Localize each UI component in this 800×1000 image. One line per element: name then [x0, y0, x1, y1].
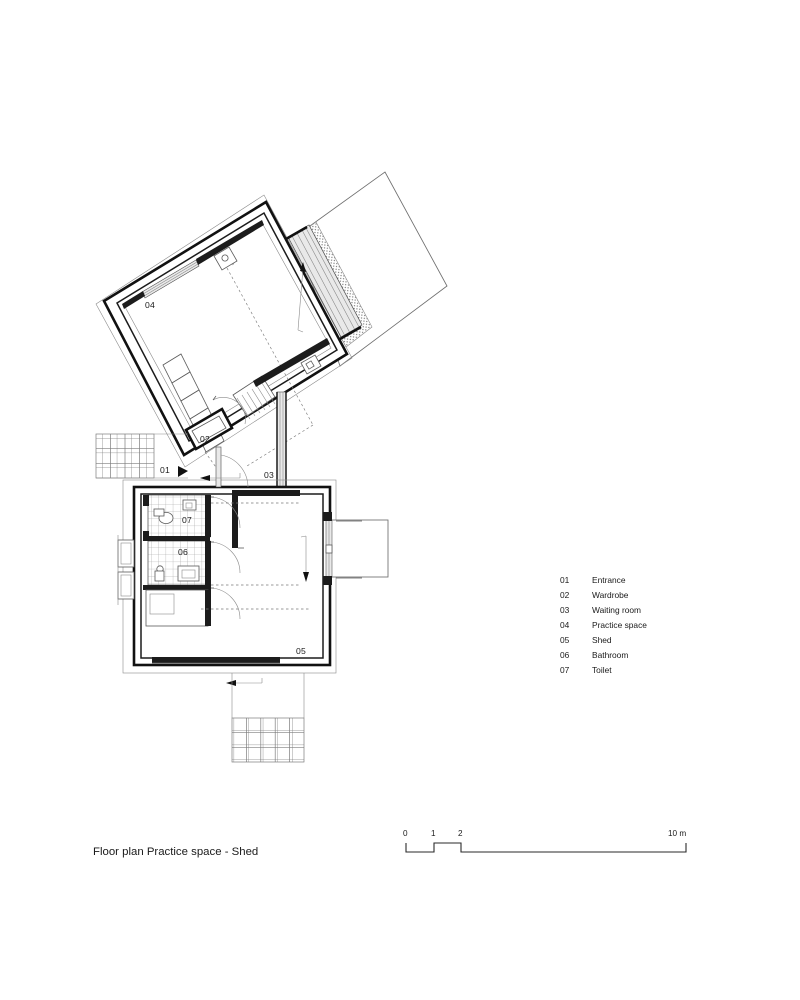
- legend-number: 01: [560, 575, 570, 585]
- legend-number: 07: [560, 665, 570, 675]
- legend-item-05: 05 Shed: [560, 635, 612, 645]
- waiting-room-partition: [232, 490, 300, 549]
- shed-right-openings: [323, 512, 362, 585]
- legend-label: Practice space: [592, 620, 647, 630]
- wardrobe-inner: [191, 415, 227, 444]
- legend-item-02: 02 Wardrobe: [560, 590, 629, 600]
- room-label-toilet: 07: [182, 515, 192, 525]
- paving-bottom: [231, 673, 305, 763]
- shed-bottom-arrow: [226, 678, 263, 686]
- legend-item-06: 06 Bathroom: [560, 650, 628, 660]
- scale-bar: 0 1 2 10 m: [403, 829, 687, 853]
- legend-number: 05: [560, 635, 570, 645]
- toilet-room: 07: [147, 494, 211, 538]
- legend: 01 Entrance 02 Wardrobe 03 Waiting room …: [560, 575, 647, 675]
- entrance-zone: 01: [95, 433, 305, 763]
- wardrobe-connector: 02: [184, 391, 287, 489]
- legend-label: Wardrobe: [592, 590, 629, 600]
- legend-label: Shed: [592, 635, 612, 645]
- practice-space-building: 04: [95, 171, 448, 468]
- legend-item-01: 01 Entrance: [560, 575, 626, 585]
- room-label-shed: 05: [296, 646, 306, 656]
- legend-label: Toilet: [592, 665, 612, 675]
- legend-number: 06: [560, 650, 570, 660]
- legend-item-03: 03 Waiting room: [560, 605, 641, 615]
- scale-end-label: 10 m: [668, 829, 686, 838]
- practice-glazed-facade: [285, 224, 363, 341]
- room-label-waiting-room: 03: [264, 470, 274, 480]
- shed-door-swings: [210, 496, 241, 620]
- practice-inner-wall: [116, 211, 338, 443]
- legend-number: 02: [560, 590, 570, 600]
- practice-guide-dash: [231, 262, 235, 267]
- legend-item-07: 07 Toilet: [560, 665, 612, 675]
- room-label-entrance: 01: [160, 465, 170, 475]
- scale-tick-1: 1: [431, 829, 436, 838]
- scale-tick-2: 2: [458, 829, 463, 838]
- shed-bottom-opening: [152, 657, 280, 664]
- paving-left: [95, 433, 188, 479]
- legend-label: Entrance: [592, 575, 626, 585]
- room-label-practice-space: 04: [145, 300, 155, 310]
- practice-door-swing: [212, 395, 246, 425]
- practice-outer-setout: [95, 194, 353, 468]
- practice-wall-nw-upper: [196, 220, 264, 265]
- practice-stairs: [232, 375, 276, 420]
- legend-label: Bathroom: [592, 650, 628, 660]
- legend-number: 03: [560, 605, 570, 615]
- bath-toilet-divider: [143, 495, 211, 590]
- wardrobe-link-dash: [204, 451, 219, 471]
- entrance-door: [200, 446, 249, 488]
- legend-label: Waiting room: [592, 605, 641, 615]
- glazed-connector: [276, 391, 287, 489]
- legend-item-04: 04 Practice space: [560, 620, 647, 630]
- practice-direction-arrow: [297, 262, 306, 333]
- entrance-arrow-icon: [178, 466, 188, 477]
- shed-dashed-guides: [201, 502, 310, 610]
- shed-right-extension: [325, 519, 389, 578]
- shed-interior-bench: [145, 589, 211, 627]
- practice-sink-fixture: [213, 246, 238, 271]
- shed-building: 03 07 06: [117, 470, 389, 686]
- shed-left-window-niches: [117, 535, 135, 605]
- shed-direction-arrow: [300, 535, 309, 582]
- scale-rule-line: [405, 842, 687, 853]
- scale-tick-0: 0: [403, 829, 408, 838]
- legend-number: 04: [560, 620, 570, 630]
- bathroom-room: 06: [147, 540, 211, 586]
- practice-wall-se-strip: [253, 338, 330, 387]
- room-label-bathroom: 06: [178, 547, 188, 557]
- practice-wall-nw-lower: [122, 291, 145, 309]
- room-label-wardrobe: 02: [200, 434, 210, 444]
- practice-se-fixture: [300, 354, 322, 375]
- drawing-caption: Floor plan Practice space - Shed: [93, 846, 258, 858]
